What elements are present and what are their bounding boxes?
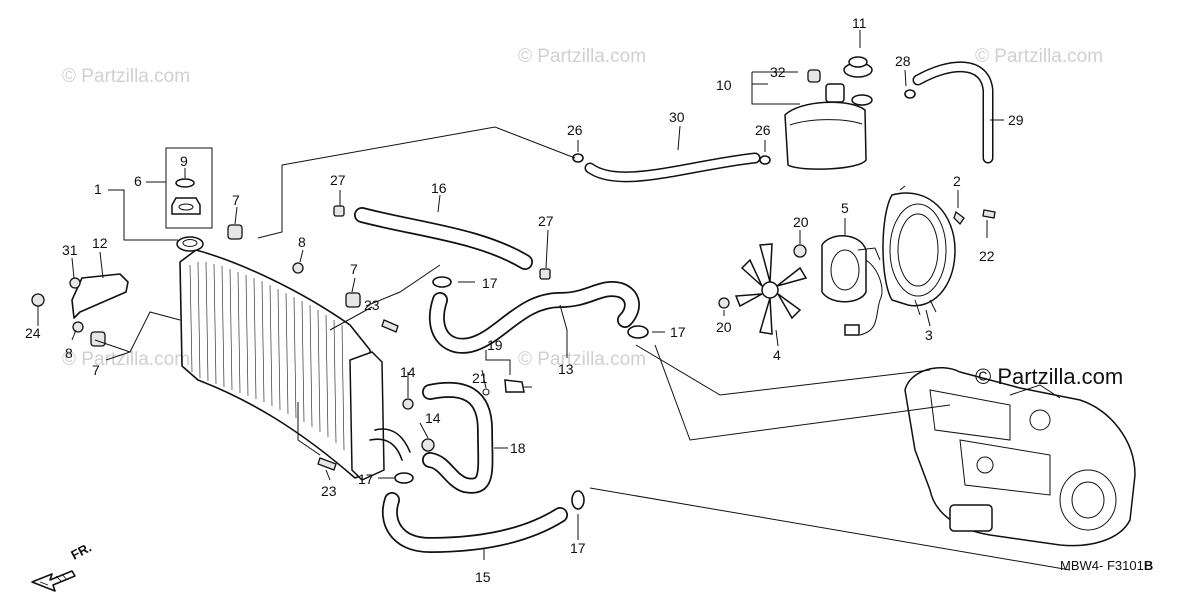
callout-21: 21 bbox=[472, 370, 488, 386]
reserve-tank bbox=[784, 56, 873, 170]
callout-7c: 7 bbox=[92, 362, 100, 378]
callout-16: 16 bbox=[431, 180, 447, 196]
callout-17d: 17 bbox=[570, 540, 586, 556]
callout-14b: 14 bbox=[425, 410, 441, 426]
callout-24: 24 bbox=[25, 325, 41, 341]
callout-11: 11 bbox=[852, 15, 867, 31]
hose-13 bbox=[428, 281, 640, 354]
hose-15 bbox=[381, 492, 568, 553]
fan-shroud bbox=[882, 185, 956, 316]
callout-17a: 17 bbox=[482, 275, 498, 291]
callout-32: 32 bbox=[770, 64, 786, 80]
watermark-3: © Partzilla.com bbox=[975, 46, 1103, 67]
callout-6: 6 bbox=[134, 173, 142, 189]
callout-13: 13 bbox=[558, 361, 574, 377]
front-label: FR. bbox=[68, 540, 94, 563]
callout-2: 2 bbox=[953, 173, 961, 189]
callout-15: 15 bbox=[475, 569, 491, 585]
leader-lines bbox=[37, 30, 1071, 571]
callout-26a: 26 bbox=[567, 122, 583, 138]
callout-18: 18 bbox=[510, 440, 526, 456]
callout-27b: 27 bbox=[538, 213, 554, 229]
watermarks: © Partzilla.com © Partzilla.com © Partzi… bbox=[62, 46, 1103, 370]
callout-10: 10 bbox=[716, 77, 732, 93]
callout-20b: 20 bbox=[716, 319, 732, 335]
callout-5: 5 bbox=[841, 200, 849, 216]
hose-29 bbox=[912, 61, 994, 164]
callout-8b: 8 bbox=[65, 345, 73, 361]
callout-30: 30 bbox=[669, 109, 685, 125]
diagram-code: MBW4- F3101B bbox=[1060, 558, 1153, 573]
callout-7a: 7 bbox=[232, 192, 240, 208]
hose-clamps bbox=[394, 89, 916, 510]
bracket bbox=[71, 273, 129, 319]
radiator bbox=[176, 236, 411, 481]
callout-12: 12 bbox=[92, 235, 108, 251]
callout-27a: 27 bbox=[330, 172, 346, 188]
callout-22: 22 bbox=[979, 248, 995, 264]
callout-14a: 14 bbox=[400, 364, 416, 380]
callout-9: 9 bbox=[180, 153, 188, 169]
watermark-2: © Partzilla.com bbox=[518, 46, 646, 67]
callout-28: 28 bbox=[895, 53, 911, 69]
callout-23b: 23 bbox=[321, 483, 337, 499]
thermo-switch bbox=[482, 379, 532, 396]
callout-17b: 17 bbox=[670, 324, 686, 340]
callouts: 1 2 3 4 5 6 7 7 7 8 8 9 10 11 12 13 14 1… bbox=[25, 15, 1024, 585]
watermark-5: © Partzilla.com bbox=[518, 349, 646, 370]
callout-4: 4 bbox=[773, 347, 781, 363]
engine-block bbox=[904, 367, 1136, 547]
callout-3: 3 bbox=[925, 327, 933, 343]
brand-label: © Partzilla.com bbox=[975, 364, 1123, 389]
callout-7b: 7 bbox=[350, 261, 358, 277]
front-arrow: FR. bbox=[31, 540, 94, 592]
fan-motor bbox=[821, 235, 883, 336]
callout-20a: 20 bbox=[793, 214, 809, 230]
hose-18 bbox=[422, 381, 494, 494]
fan-blade bbox=[734, 243, 808, 335]
watermark-4: © Partzilla.com bbox=[62, 349, 190, 370]
callout-17c: 17 bbox=[358, 471, 374, 487]
radiator-cap-kit bbox=[165, 147, 213, 229]
callout-19: 19 bbox=[487, 337, 503, 353]
callout-26b: 26 bbox=[755, 122, 771, 138]
fasteners bbox=[31, 69, 996, 471]
callout-8a: 8 bbox=[298, 234, 306, 250]
callout-1: 1 bbox=[94, 181, 102, 197]
callout-23a: 23 bbox=[364, 297, 380, 313]
watermark-1: © Partzilla.com bbox=[62, 66, 190, 87]
hose-30 bbox=[584, 152, 761, 183]
hose-16 bbox=[354, 207, 533, 270]
callout-29: 29 bbox=[1008, 112, 1024, 128]
callout-31: 31 bbox=[62, 242, 78, 258]
